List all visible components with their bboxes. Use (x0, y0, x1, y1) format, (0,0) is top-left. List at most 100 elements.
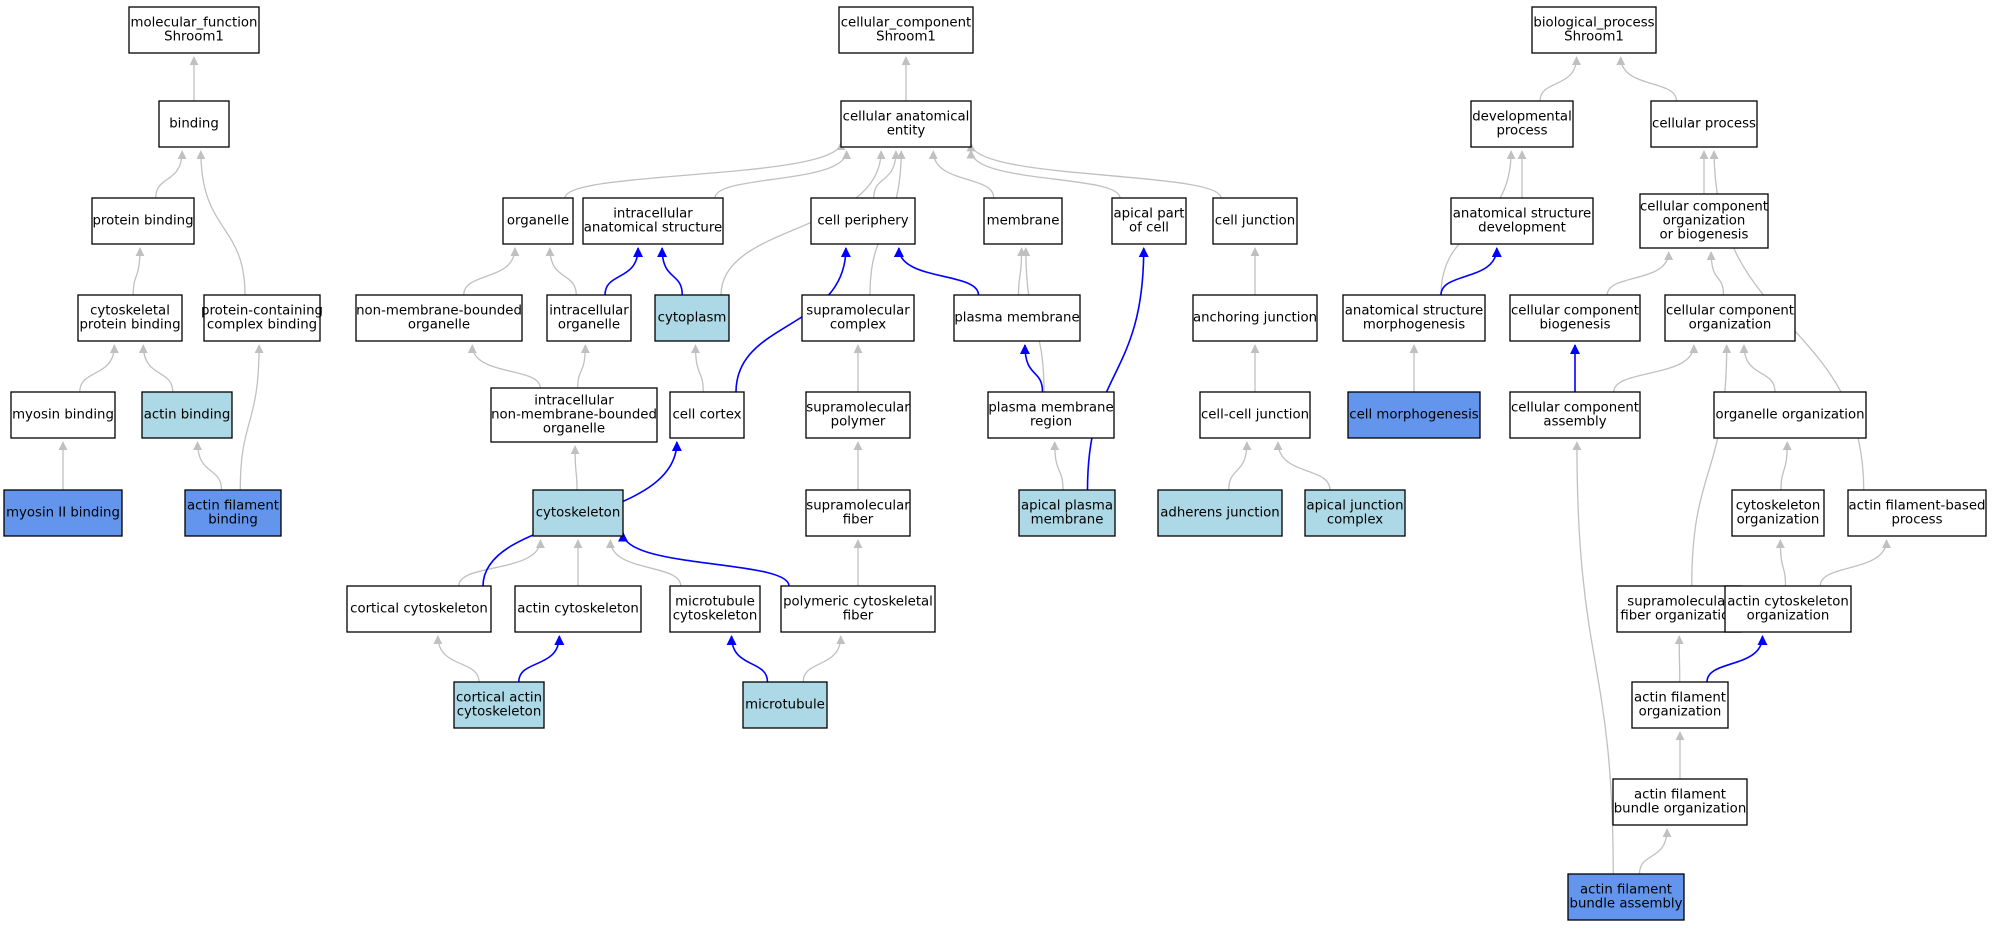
go-term-node-adherens[interactable]: adherens junction (1157, 489, 1283, 537)
go-term-node-binding[interactable]: binding (158, 100, 230, 148)
node-label-line: organelle (543, 422, 605, 437)
node-box (346, 585, 492, 633)
edge-is-a-devproc-to-bp (1539, 56, 1582, 102)
go-term-node-cytoskeleton[interactable]: cytoskeleton (532, 489, 624, 537)
node-box (1664, 294, 1796, 342)
node-box (1450, 197, 1594, 245)
node-box (742, 681, 828, 729)
edge-is-a-cytoskeleton-to-inmbo (570, 445, 580, 491)
edge-part-of-apicalpm-to-apicalpart (1086, 247, 1149, 491)
node-label-line: plasma membrane (988, 401, 1113, 416)
node-label-line: actin cytoskeleton (517, 602, 639, 617)
go-term-node-anchjunc[interactable]: anchoring junction (1192, 294, 1318, 342)
node-label-line: organelle (408, 318, 470, 333)
edge-is-a-corticalactin-to-corticalcs (433, 635, 480, 683)
node-label-line: fiber (843, 609, 874, 624)
edge-is-a-ias-to-cae (714, 150, 852, 199)
go-term-node-myosinbind[interactable]: myosin binding (10, 391, 116, 439)
go-term-node-cellcortex[interactable]: cell cortex (669, 391, 745, 439)
go-term-node-myosin2[interactable]: myosin II binding (3, 489, 123, 537)
node-box (1509, 294, 1641, 342)
go-term-node-cellperiph[interactable]: cell periphery (810, 197, 916, 245)
go-term-node-cytoplasm[interactable]: cytoplasm (654, 294, 730, 342)
go-term-node-plasmamem[interactable]: plasma membrane (953, 294, 1081, 342)
go-term-node-organelle[interactable]: organelle (502, 197, 574, 245)
node-label-line: supramolecular (1627, 595, 1731, 610)
go-term-node-ccjunc[interactable]: cell-cell junction (1199, 391, 1311, 439)
node-label-line: cytoskeleton (536, 506, 621, 521)
go-term-node-microtubule[interactable]: microtubule (742, 681, 828, 729)
node-label-line: anchoring junction (1193, 311, 1317, 326)
node-label-line: intracellular (534, 394, 614, 409)
node-label-line: organization (1639, 705, 1722, 720)
node-box (1567, 873, 1685, 921)
node-label-line: developmental (1472, 110, 1572, 125)
node-label-line: microtubule (745, 698, 825, 713)
go-term-node-protbind[interactable]: protein binding (91, 197, 195, 245)
go-term-node-cellmorph[interactable]: cell morphogenesis (1347, 391, 1481, 439)
node-label-line: organelle (507, 214, 569, 229)
node-label-line: actin filament (1634, 788, 1726, 803)
go-term-node-corticalcs[interactable]: cortical cytoskeleton (346, 585, 492, 633)
go-term-node-celljunction[interactable]: cell junction (1212, 197, 1298, 245)
go-term-node-actinbind[interactable]: actin binding (141, 391, 233, 439)
go-term-node-membrane[interactable]: membrane (983, 197, 1063, 245)
node-box (1616, 585, 1742, 633)
node-label-line: Shroom1 (1564, 30, 1624, 45)
edge-is-a-mtcs-to-cytoskeleton (605, 539, 682, 587)
node-label-line: cell-cell junction (1201, 408, 1309, 423)
node-label-line: polymer (831, 415, 886, 430)
edge-is-a-afbassembly-to-afborg (1638, 828, 1672, 875)
go-term-node-inmbo[interactable]: intracellularnon-membrane-boundedorganel… (490, 387, 658, 443)
edge-part-of-intorg-to-ias (604, 247, 644, 296)
edge-part-of-microtubule-to-mtcs (726, 635, 769, 683)
node-label-line: entity (887, 124, 926, 139)
node-box (840, 100, 972, 148)
go-term-node-cellproc[interactable]: cellular process (1650, 100, 1758, 148)
node-box (453, 681, 545, 729)
node-label-line: fiber (843, 513, 874, 528)
edge-is-a-acsorg-to-csorg (1775, 539, 1787, 587)
go-term-node-orgorg[interactable]: organelle organization (1713, 391, 1867, 439)
node-label-line: cellular component (1511, 304, 1639, 319)
edge-is-a-orgorg-to-ccorg (1739, 344, 1776, 393)
edge-is-a-acsorg-to-afproc (1819, 539, 1892, 587)
node-box (838, 6, 974, 54)
go-term-node-actincs[interactable]: actin cytoskeleton (514, 585, 642, 633)
